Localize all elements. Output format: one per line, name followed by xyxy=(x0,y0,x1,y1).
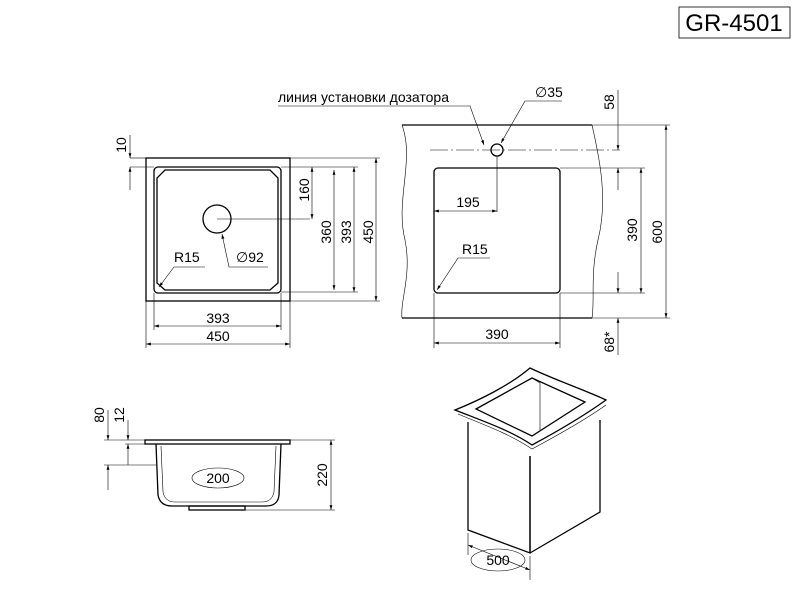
svg-text:68*: 68* xyxy=(601,331,617,353)
svg-text:10: 10 xyxy=(113,137,129,153)
svg-text:393: 393 xyxy=(206,310,230,326)
svg-text:600: 600 xyxy=(649,220,665,244)
svg-text:220: 220 xyxy=(314,463,330,487)
svg-text:R15: R15 xyxy=(462,241,488,257)
svg-text:160: 160 xyxy=(296,178,312,202)
svg-text:R15: R15 xyxy=(174,249,200,265)
cabinet-width-label xyxy=(470,548,526,572)
title-block: GR-4501 xyxy=(678,6,791,39)
svg-text:450: 450 xyxy=(360,220,376,244)
svg-text:∅35: ∅35 xyxy=(535,84,563,100)
model-title: GR-4501 xyxy=(685,10,782,37)
svg-text:58: 58 xyxy=(601,94,617,110)
svg-text:200: 200 xyxy=(206,470,230,486)
svg-text:390: 390 xyxy=(485,326,509,342)
drain-width-label xyxy=(191,467,245,489)
svg-text:12: 12 xyxy=(111,407,127,423)
svg-text:450: 450 xyxy=(206,328,230,344)
cutout-view: 195 линия установки дозатора ∅35 58 390 … xyxy=(278,84,670,355)
cabinet-view: 500 xyxy=(453,367,608,580)
svg-text:360: 360 xyxy=(318,220,334,244)
svg-text:500: 500 xyxy=(486,552,510,568)
svg-text:линия установки дозатора: линия установки дозатора xyxy=(278,89,449,105)
svg-text:390: 390 xyxy=(624,218,640,242)
svg-text:80: 80 xyxy=(91,407,107,423)
side-view: 200 80 12 220 xyxy=(91,407,335,511)
top-view: 10 160 360 393 450 393 450 R15 ∅92 xyxy=(113,135,380,348)
svg-text:195: 195 xyxy=(456,194,480,210)
svg-text:∅92: ∅92 xyxy=(236,249,264,265)
svg-text:393: 393 xyxy=(338,220,354,244)
